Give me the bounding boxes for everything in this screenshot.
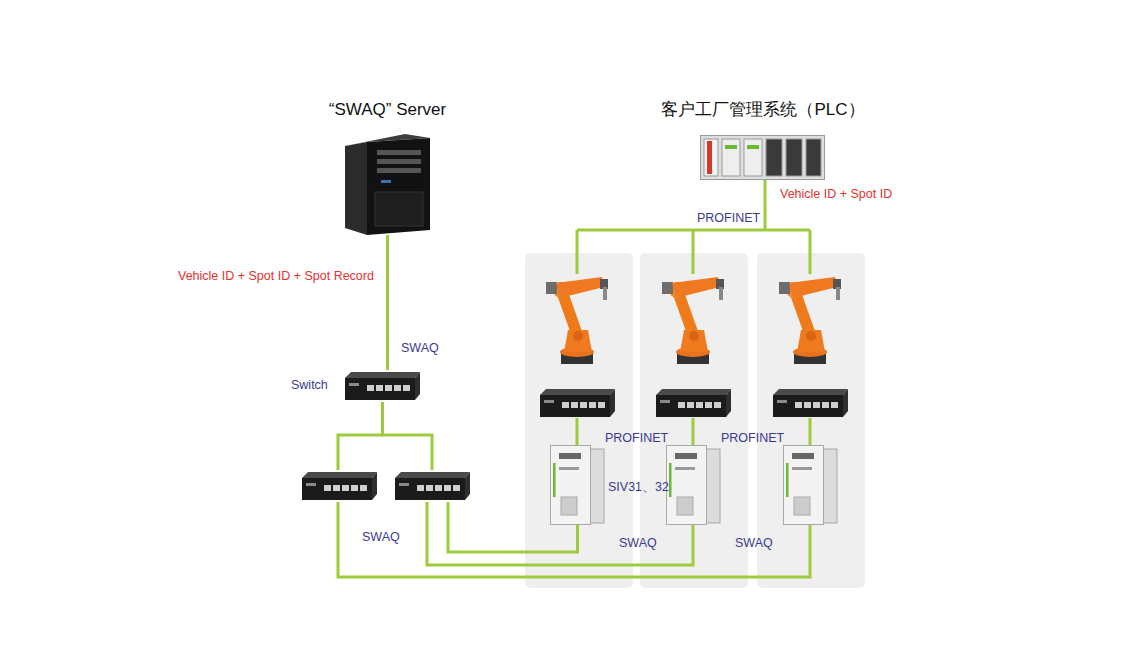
profinet-bus	[577, 180, 810, 274]
robot-icon	[662, 277, 724, 364]
cell-panel	[525, 253, 633, 588]
data-annotation: Vehicle ID + Spot ID + Spot Record	[178, 269, 374, 284]
node-icon-shape	[701, 136, 825, 180]
data-annotation: Vehicle ID + Spot ID	[780, 187, 892, 202]
bus-label: SWAQ	[362, 530, 400, 545]
node-icon	[700, 135, 825, 180]
node-icon-shape	[345, 372, 420, 400]
bus-label: SWAQ	[401, 341, 439, 356]
switch-icon	[773, 389, 848, 417]
swaq-wire	[338, 435, 383, 470]
node-icon	[550, 445, 605, 525]
network-connector	[383, 402, 578, 552]
switch-icon	[540, 389, 615, 417]
bus-label: PROFINET	[605, 431, 668, 446]
profinet-wire	[577, 418, 810, 446]
network-wires	[338, 180, 810, 577]
bus-label: SWAQ	[735, 536, 773, 551]
switch-icon	[302, 472, 377, 500]
robot-icon	[779, 277, 841, 364]
robot-icon	[546, 277, 608, 364]
plc-node: 客户工厂管理系统（PLC）	[700, 135, 825, 180]
node-label: SIV31、32	[608, 480, 669, 495]
controller-icon	[667, 446, 721, 525]
bus-label: SWAQ	[619, 536, 657, 551]
bus-label: PROFINET	[697, 211, 760, 226]
bus-label: PROFINET	[721, 431, 784, 446]
server-node: “SWAQ” Server	[345, 132, 430, 235]
node-icon	[345, 132, 430, 235]
controller-node: SIV31、32	[550, 445, 605, 525]
network-connector	[386, 235, 389, 370]
node-icon-shape	[345, 134, 430, 235]
switch-icon	[656, 389, 731, 417]
node-title: 客户工厂管理系统（PLC）	[658, 100, 868, 120]
node-icon	[345, 370, 420, 402]
node-icon-shape	[551, 446, 605, 525]
node-title: “SWAQ” Server	[300, 100, 475, 120]
node-label: Switch	[291, 378, 328, 393]
controller-icon	[784, 446, 838, 525]
switch-icon	[395, 472, 470, 500]
switch-node: Switch	[345, 370, 420, 402]
